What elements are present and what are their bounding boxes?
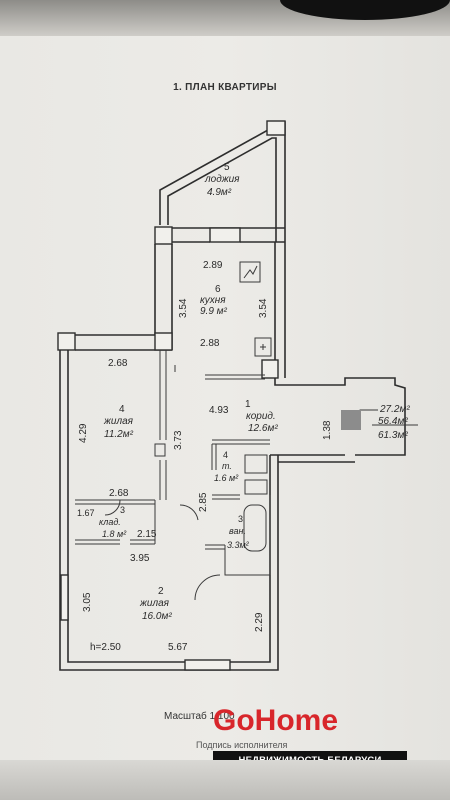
dimension-label: 4.93	[209, 405, 229, 416]
dimension-label: 1.38	[322, 420, 333, 440]
bathtub-icon	[243, 504, 267, 552]
logo-wordmark: GoHome	[213, 705, 418, 737]
dimension-label: 3.05	[82, 592, 93, 612]
room-number: 2	[158, 586, 164, 597]
room-number: 4	[223, 450, 228, 460]
total-area: 56.4м²	[378, 416, 408, 427]
room-number: 3	[238, 514, 243, 524]
room-name: лоджия	[204, 174, 240, 185]
room-area: 9.9 м²	[200, 306, 228, 317]
room-number: 6	[215, 284, 221, 295]
signature-line: Подпись исполнителя	[196, 740, 288, 750]
dimension-label: h=2.50	[90, 642, 121, 653]
vent-icon	[154, 443, 166, 457]
toilet-icon	[244, 454, 268, 474]
room-number: 4	[119, 404, 125, 415]
dimension-label: 3.54	[258, 298, 269, 318]
dimension-label: 5.67	[168, 642, 188, 653]
room-name: жилая	[103, 416, 134, 427]
area-totals: 27.2м² 56.4м² 61.3м²	[354, 404, 418, 441]
sink-icon	[254, 337, 272, 357]
dimension-label: 2.89	[203, 260, 223, 271]
room-area: 3.3м²	[227, 540, 250, 550]
room-area: 4.9м²	[207, 187, 232, 198]
redacted-block	[341, 410, 361, 430]
room-number: 5	[224, 162, 230, 173]
dimension-label: 3.54	[178, 298, 189, 318]
gohome-logo: GoHome НЕДВИЖИМОСТЬ БЕЛАРУСИ	[213, 705, 418, 772]
room-area: 1.6 м²	[214, 473, 239, 483]
dimension-label: 2.29	[254, 612, 265, 632]
total-area: 61.3м²	[378, 430, 408, 441]
room-name: клад.	[99, 517, 121, 527]
dark-object	[280, 0, 450, 20]
room-name: кухня	[200, 295, 226, 306]
room-number: 3	[120, 505, 125, 515]
scale-label: Масштаб 1:100	[164, 711, 235, 722]
dimension-label: 2.88	[200, 338, 220, 349]
room-name: жилая	[139, 598, 170, 609]
room-number: 1	[245, 399, 251, 410]
room-name: т.	[222, 461, 232, 471]
walls	[57, 120, 406, 671]
room-name: корид.	[246, 411, 276, 422]
dimension-label: 2.68	[108, 358, 128, 369]
dimension-label: 2.68	[109, 488, 129, 499]
plan-title: 1. ПЛАН КВАРТИРЫ	[173, 82, 277, 93]
room-area: 12.6м²	[248, 423, 278, 434]
room-area: 16.0м²	[142, 611, 172, 622]
room-area: 1.8 м²	[102, 529, 127, 539]
room-name: ван.	[229, 526, 246, 536]
room-labels: 5 лоджия 4.9м² 6 кухня 9.9 м² 1 корид. 1…	[99, 162, 278, 622]
dimension-labels: 2.89 3.54 3.54 2.88 2.68 4.29 4.93 3.73 …	[77, 260, 333, 653]
washbasin-icon	[244, 479, 268, 495]
dimension-label: 2.85	[198, 492, 209, 512]
stove-icon	[239, 261, 261, 283]
total-area: 27.2м²	[379, 404, 410, 415]
logo-go: Go	[213, 704, 255, 737]
logo-home: Home	[254, 704, 339, 737]
fixtures	[154, 261, 272, 552]
dimension-label: 3.73	[173, 430, 184, 450]
background-surface	[0, 760, 450, 800]
room-area: 11.2м²	[104, 429, 134, 440]
dimension-label: 4.29	[78, 423, 89, 443]
dimension-label: 3.95	[130, 553, 150, 564]
dimension-label: 1.67	[77, 508, 95, 518]
dimension-label: 2.15	[137, 529, 157, 540]
